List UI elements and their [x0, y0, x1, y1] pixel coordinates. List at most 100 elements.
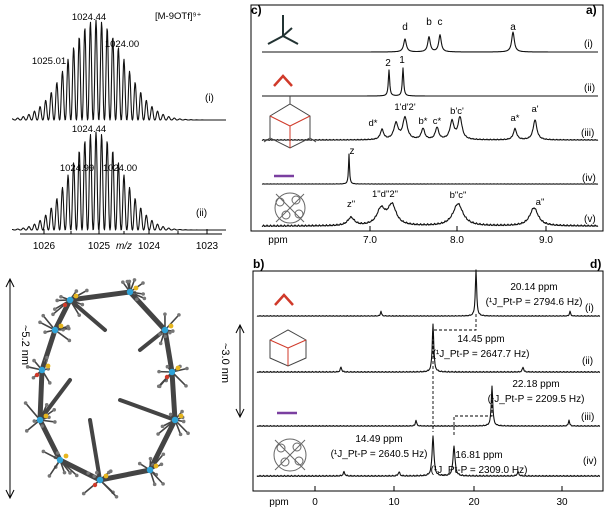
tetrahedral-linker-icon: [267, 15, 299, 45]
nmr-h-label-v: (v): [584, 214, 596, 225]
cage-bond: [67, 289, 133, 303]
nmr-h-peak-label: a": [536, 197, 545, 208]
cage-atom: [141, 292, 145, 296]
nmr-h-peak-label: b'c': [450, 106, 464, 117]
cage-bond: [164, 314, 180, 331]
cage-atom: [126, 288, 134, 296]
cage-bond: [157, 371, 173, 388]
cage-atom: [59, 294, 63, 299]
cage-bond: [69, 289, 88, 301]
cage-atom: [32, 419, 37, 423]
cage-bond: [99, 479, 118, 498]
nmr-h-label-iii: (iii): [581, 128, 594, 139]
panel-d-label: d): [590, 257, 601, 271]
cage-atom: [121, 280, 125, 284]
nmr-h-peak-label: b*: [419, 116, 428, 127]
cage-atom: [137, 461, 142, 466]
nmr-p-trace-iv: [256, 435, 601, 477]
cage-atom: [43, 413, 49, 419]
molecular-cage-model: [23, 278, 190, 499]
nmr-h-peak-label: b"c": [450, 190, 467, 201]
cage-atom: [153, 463, 159, 469]
cage-atom: [41, 313, 46, 318]
cage-atom: [74, 473, 79, 478]
cage-atom: [81, 491, 86, 496]
ms-tick-1026: 1026: [33, 241, 56, 252]
ms-ii-peak-label: 1024.99: [60, 163, 94, 174]
panel-a: a) 1026 1025 1024 1023 m/z 1024.44 [M-9O…: [11, 3, 597, 252]
cage-bond: [52, 297, 73, 333]
cage-atom: [80, 302, 85, 307]
cage-bond: [97, 467, 153, 483]
cage-atom: [178, 413, 184, 419]
panel-b: b) ~5.2 nm ~3.0 nm: [5, 257, 264, 500]
nmr-h-tick-7: 7.0: [363, 235, 377, 246]
cage-bond: [59, 459, 78, 477]
cage-atom: [158, 332, 162, 336]
cage-atom: [152, 482, 157, 487]
ms-trace-i: [11, 19, 227, 121]
cage-structure-icon: [274, 192, 306, 224]
dimension-large-label: ~5.2 nm: [19, 325, 31, 365]
cage-atom: [55, 298, 59, 303]
nmr-h-peak-label: 1"d"2": [372, 189, 398, 200]
nmr-p-tick-30: 30: [556, 497, 568, 508]
nmr-p-ppm-iii: 22.18 ppm: [512, 379, 559, 390]
nmr-p-coupling-iii: (¹J_Pt-P = 2209.5 Hz): [488, 394, 585, 405]
cage-atom: [141, 281, 145, 285]
cage-atom: [73, 293, 79, 299]
nmr-h-tick-9: 9.0: [539, 235, 553, 246]
cage-atom: [47, 381, 52, 385]
ms-i-ion-label: [M-9OTf]⁹⁺: [155, 11, 202, 22]
ms-i-label: (i): [205, 93, 214, 104]
cage-atom: [92, 474, 97, 479]
ms-tick-1024: 1024: [138, 241, 161, 252]
cage-atom: [94, 470, 99, 475]
cage-atom: [68, 471, 72, 475]
adamantane-cage-icon: [263, 96, 317, 149]
panel-b-label: b): [253, 257, 264, 271]
cage-atom: [158, 341, 163, 346]
cage-atom: [168, 368, 176, 376]
nmr-h-peak-label: z": [347, 199, 355, 210]
nmr-h-frame: [250, 4, 604, 232]
cage-atom: [23, 401, 28, 405]
cage-atom: [132, 278, 137, 282]
cage-atom: [51, 326, 59, 334]
nmr-h-peak-label: 1'd'2': [394, 102, 415, 113]
cage-atom: [180, 409, 184, 414]
nmr-h-peak-label: a': [531, 104, 538, 115]
cage-bond: [149, 453, 165, 471]
cage-atom: [31, 375, 36, 380]
panel-a-label: a): [586, 3, 597, 17]
nmr-p-tick-0: 0: [312, 497, 318, 508]
cage-atom: [43, 330, 47, 334]
cage-bond: [118, 398, 177, 422]
cage-atom: [161, 482, 165, 486]
cage-atom: [168, 330, 172, 335]
cage-atom: [58, 323, 64, 329]
nmr-h-label-iv: (iv): [582, 173, 596, 184]
nmr-h-peak-label: a: [510, 22, 516, 33]
nmr-h-trace-i: [261, 31, 599, 53]
cage-atom: [161, 452, 166, 457]
nmr-p-ppm-ii: 14.45 ppm: [457, 334, 504, 345]
nmr-h-peak-label: d: [402, 22, 408, 33]
cage-atom: [32, 358, 36, 363]
nmr-p-ppm-i: 20.14 ppm: [510, 282, 557, 293]
cage-bond: [169, 369, 178, 423]
cage-atom: [142, 296, 147, 301]
nmr-h-unit: ppm: [268, 235, 287, 246]
ms-i-peak-label: 1024.44: [72, 12, 106, 23]
cage-atom: [185, 366, 189, 371]
cage-atom: [85, 288, 89, 293]
cage-atom: [92, 482, 98, 488]
ms-xlabel: m/z: [116, 241, 132, 252]
nmr-h-tick-8: 8.0: [450, 235, 464, 246]
cage-atom: [175, 365, 181, 371]
ms-i-peak-label: 1024.00: [105, 39, 139, 50]
panel-c-label: c): [251, 3, 262, 17]
cage-atom: [157, 369, 161, 374]
cage-atom: [184, 384, 188, 388]
cage-atom: [63, 453, 69, 459]
